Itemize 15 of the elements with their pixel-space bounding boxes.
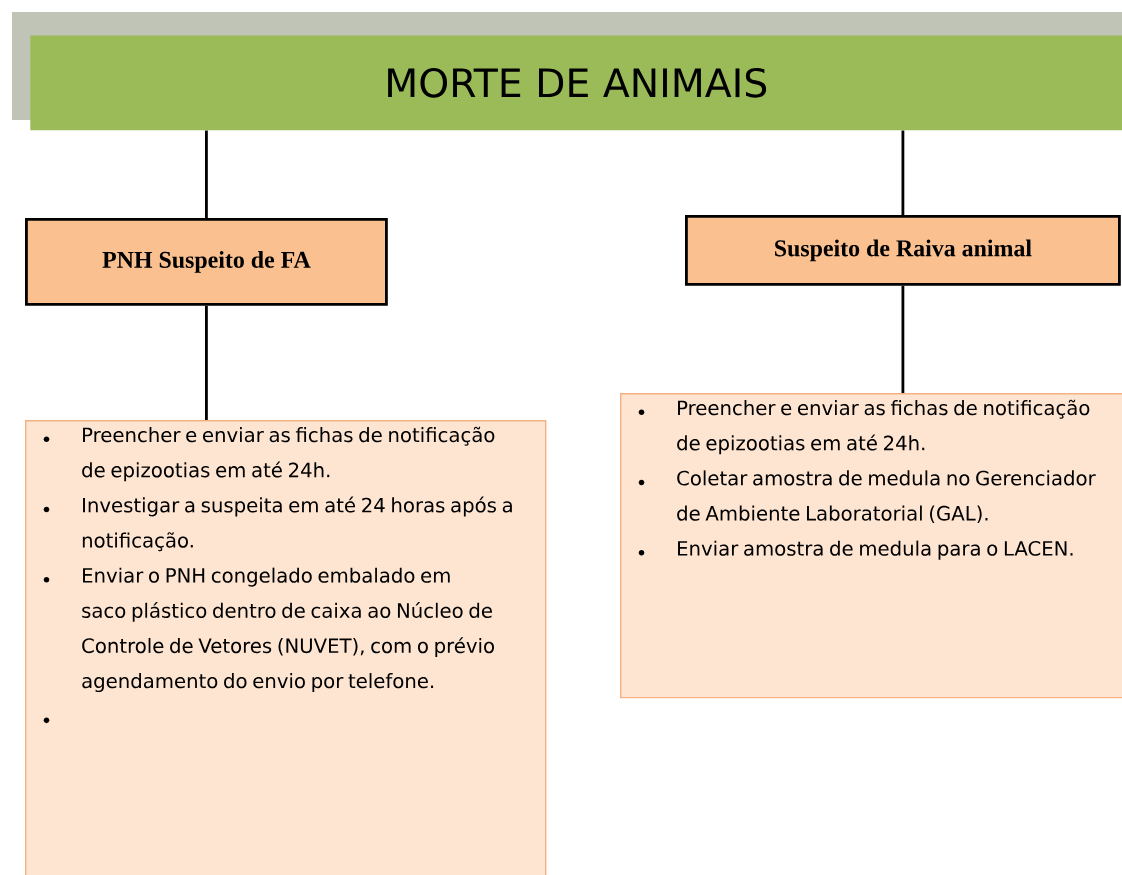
bullet-item: Investigar a suspeita em até 24 horas após a notificação. bbox=[43, 496, 512, 552]
bullet-item: Preencher e enviar as fichas de notificação de epizootias em até 24h. bbox=[43, 426, 495, 482]
connector-line bbox=[205, 130, 208, 218]
bullet-item: Enviar o PNH congelado embalado em saco plástico dentro de caixa ao Núcleo de Controle de Vetores (NUVET), com o prévio agendamento do envio por telefone. bbox=[43, 567, 494, 693]
connector-line bbox=[901, 130, 905, 215]
title-band: MORTE DE ANIMAIS bbox=[30, 35, 1122, 131]
connector-line bbox=[901, 285, 905, 393]
bullet-item: Preencher e enviar as fichas de notificação de epizootias em até 24h. bbox=[638, 399, 1090, 455]
category-box: PNH Suspeito de FA bbox=[25, 218, 388, 306]
instruction-box bbox=[620, 393, 1122, 699]
category-box: Suspeito de Raiva animal bbox=[685, 215, 1121, 286]
bullet-item: Enviar amostra de medula para o LACEN. bbox=[638, 540, 1073, 560]
bullet-item: Coletar amostra de medula no Gerenciador de Ambiente Laboratorial (GAL). bbox=[638, 470, 1096, 524]
instruction-box bbox=[25, 420, 547, 875]
connector-line bbox=[205, 305, 208, 420]
